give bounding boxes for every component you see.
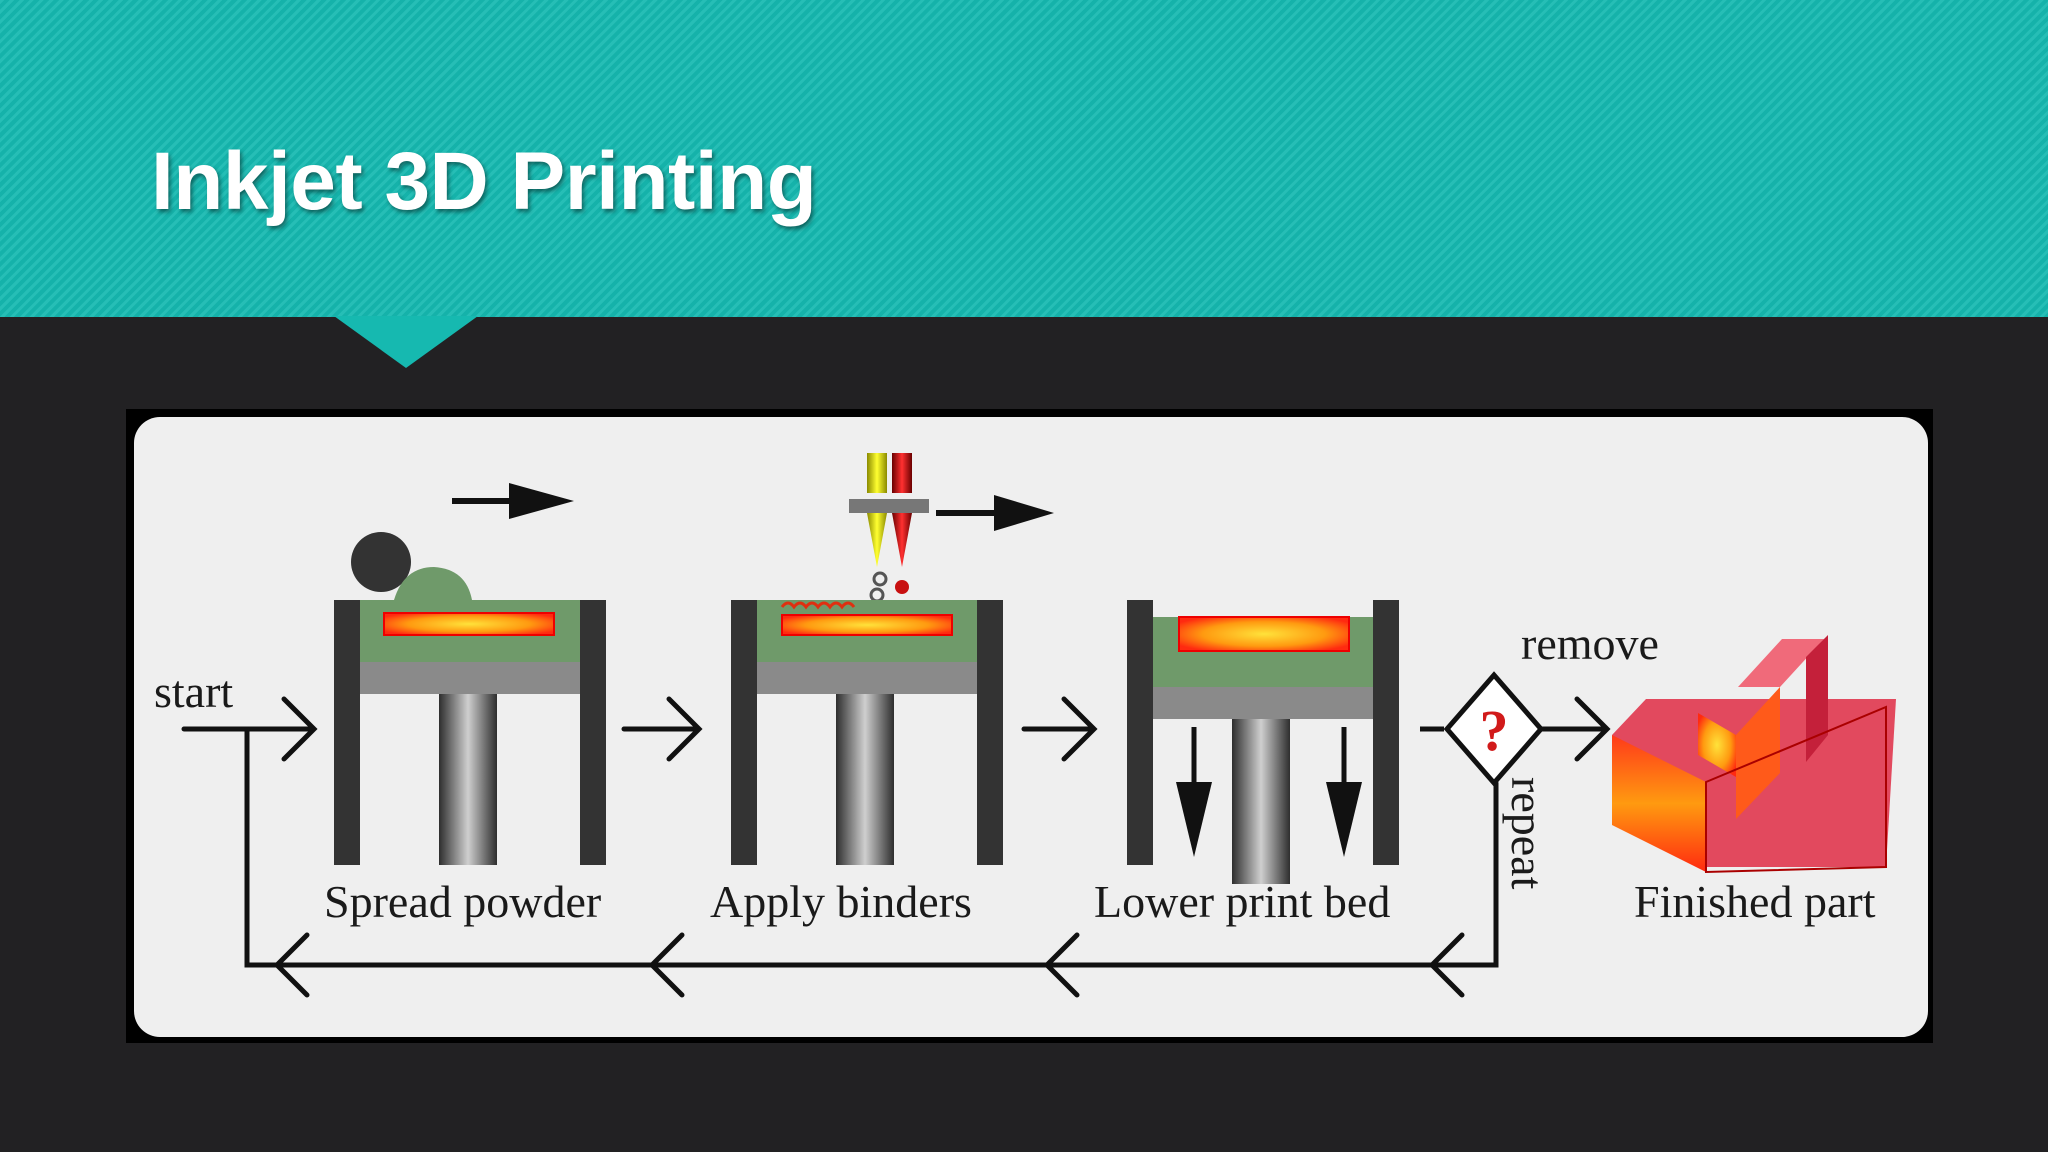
loop-arrowhead-1 — [1428, 932, 1465, 998]
powder-roller — [351, 532, 411, 592]
result-label: Finished part — [1634, 876, 1876, 927]
arrow-step1-step2 — [621, 696, 703, 762]
finished-part-icon — [1612, 635, 1896, 874]
step-lower-print-bed — [1127, 600, 1399, 884]
repeat-loop — [244, 726, 1499, 998]
banner-notch — [334, 316, 478, 368]
lower-arrow-right — [1326, 727, 1362, 857]
diagram-frame: start — [126, 409, 1933, 1043]
lower-arrow-left — [1176, 727, 1212, 857]
printhead-icon — [849, 453, 929, 603]
repeat-label: repeat — [1502, 777, 1553, 890]
printhead-arrow — [936, 495, 1054, 531]
decision-diamond: ? — [1443, 671, 1545, 787]
step-label-apply-binders: Apply binders — [710, 876, 972, 927]
start-label: start — [154, 666, 233, 717]
slide-title: Inkjet 3D Printing — [151, 136, 817, 227]
loop-arrowhead-4 — [273, 932, 310, 998]
decision-symbol: ? — [1480, 698, 1509, 763]
powder-heap — [394, 567, 472, 600]
roller-arrow — [452, 483, 574, 519]
remove-label: remove — [1521, 618, 1659, 669]
arrow-step2-step3 — [1021, 696, 1098, 762]
step-label-lower-print-bed: Lower print bed — [1094, 876, 1390, 927]
loop-arrowhead-3 — [648, 932, 685, 998]
diagram-card: start — [134, 417, 1928, 1037]
process-diagram: start — [154, 453, 1896, 998]
step-label-spread-powder: Spread powder — [324, 876, 601, 927]
step-apply-binders — [731, 453, 1054, 865]
step-spread-powder — [334, 483, 606, 865]
loop-arrowhead-2 — [1043, 932, 1080, 998]
remove-arrow — [1538, 696, 1611, 762]
title-banner — [0, 0, 2048, 317]
